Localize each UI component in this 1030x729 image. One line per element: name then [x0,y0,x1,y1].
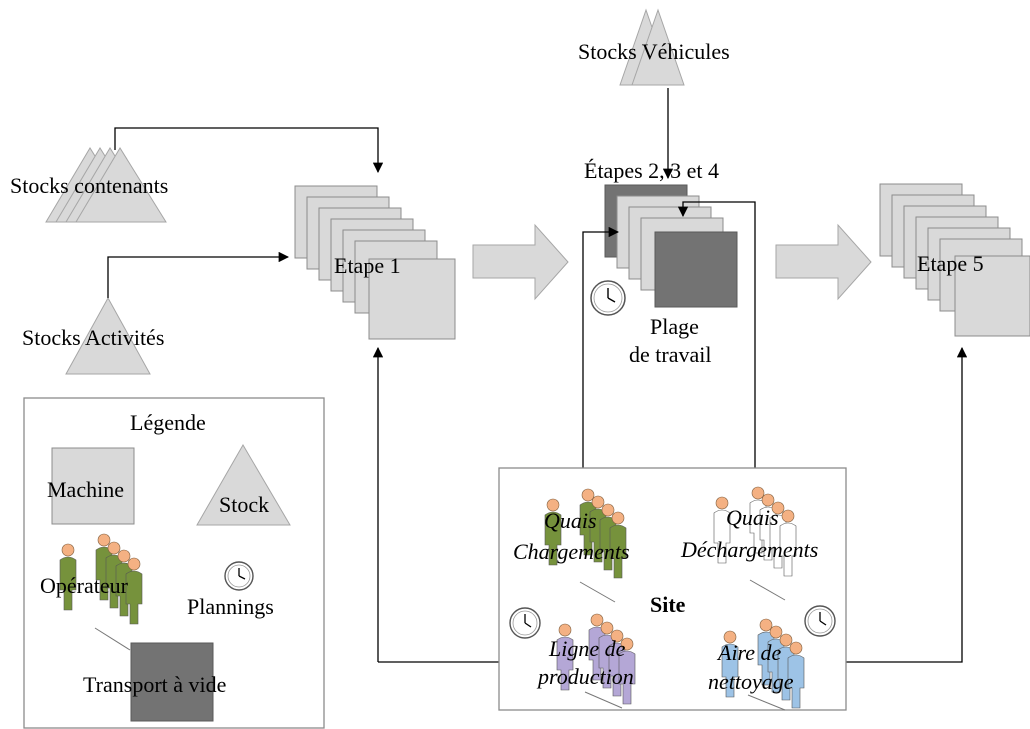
quais-charg-label-2: Chargements [513,539,630,564]
aire-label-1: Aire de [716,640,782,665]
transport-machine [654,231,738,308]
legend-machine-label: Machine [47,477,124,502]
stock-contenants: Stocks contenants [10,147,168,223]
etape1-machines: Etape 1 [294,185,456,340]
legend-stock-swatch [196,444,291,526]
clock-icon [224,561,254,591]
legend-transport-label: Transport à vide [83,672,226,697]
quais-decharg-label-2: Déchargements [680,537,818,562]
etape5-label: Etape 5 [917,251,984,276]
stock-vehicules: Stocks Véhicules [578,8,730,86]
site-title: Site [650,592,686,617]
operator-group-icon [544,488,627,603]
stock-contenants-label: Stocks contenants [10,173,168,198]
plage-label-2: de travail [629,342,711,367]
legend-machine-swatch [51,447,135,525]
legend-operateur-label: Opérateur [40,573,129,598]
operator-group-icon [59,533,143,651]
etapes234-machines: Étapes 2, 3 et 4 Plage de travail [584,158,738,367]
legend-plannings-label: Plannings [187,594,274,619]
legend-stock-label: Stock [219,492,269,517]
connector-quais-charg [582,226,620,468]
connector-aire-to-etape5 [815,346,968,663]
operator-group-icon [713,486,797,601]
stock-triangle [631,8,685,86]
stock-vehicules-label: Stocks Véhicules [578,39,730,64]
clock-icon [509,607,541,639]
operator-group-icon [556,613,636,709]
ligne-label-1: Ligne de [548,636,626,661]
flow-arrow [775,223,872,301]
legend: Légende Machine Stock Opérateur Planning… [23,397,325,729]
connector-contenants [114,127,384,174]
site: Site Quais Chargements Quais Déchargemen… [498,467,847,711]
stock-activites-label: Stocks Activités [22,325,164,350]
quais-charg-label-1: Quais [544,508,597,533]
operator-group-icon [721,618,805,711]
machine [954,255,1030,337]
stock-triangle [65,296,151,375]
flow-arrow [472,223,569,301]
legend-transport-swatch [130,642,214,722]
clock-icon [804,605,836,637]
plage-label-1: Plage [650,314,699,339]
stock-activites: Stocks Activités [22,296,164,375]
etape1-label: Etape 1 [334,253,401,278]
connector-quais-decharg [677,201,756,468]
quais-decharg-label-1: Quais [726,505,779,530]
clock-icon [590,280,626,316]
aire-label-2: nettoyage [708,669,794,694]
stock-triangle [75,147,167,223]
connector-activites [107,251,290,298]
machine [368,258,456,340]
ligne-label-2: production [536,664,634,689]
etapes234-label: Étapes 2, 3 et 4 [584,158,719,183]
legend-title: Légende [130,410,206,435]
etape5-machines: Etape 5 [879,183,1030,337]
